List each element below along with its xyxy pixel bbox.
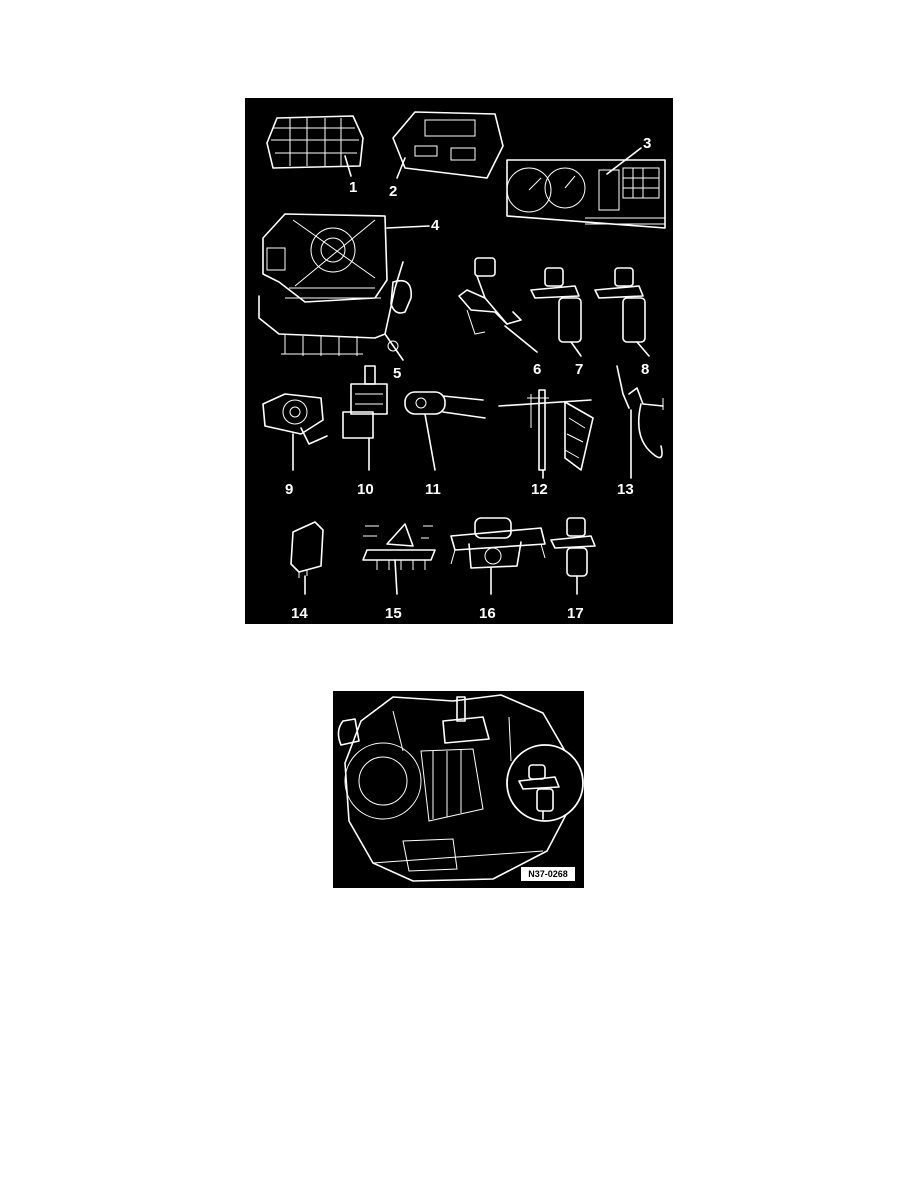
callout-4: 4	[431, 217, 440, 234]
component-13-sender: 13	[616, 365, 664, 498]
callout-9: 9	[285, 481, 293, 498]
transmission-housing	[337, 694, 570, 882]
callout-16: 16	[479, 605, 496, 622]
component-7-speed-sensor: 7	[530, 267, 583, 378]
component-16-sensor-housing: 16	[450, 517, 546, 622]
component-14-relay: 14	[290, 521, 324, 622]
callout-7: 7	[575, 361, 583, 378]
callout-11: 11	[425, 481, 441, 498]
callout-2: 2	[389, 183, 397, 200]
figure-code: N37-0268	[528, 869, 568, 879]
figure-code-label: N37-0268	[521, 867, 575, 881]
component-9-pressure-sensor: 9	[262, 393, 328, 498]
component-1-control-unit: 1	[266, 115, 364, 196]
component-6-sensor-bracket: 6	[458, 257, 541, 378]
component-4-valve-body: 4	[262, 213, 440, 303]
component-8-speed-sensor: 8	[594, 267, 650, 378]
callout-14: 14	[291, 605, 308, 622]
component-10-solenoid-valve: 10	[342, 365, 388, 498]
component-3-instrument-cluster: 3	[506, 135, 666, 229]
component-2-ecu: 2	[389, 111, 504, 200]
component-17-speed-sensor: 17	[550, 517, 596, 622]
component-15-connector-strip: 15	[362, 523, 436, 622]
components-illustration: 1 2 3	[245, 98, 673, 624]
transmission-illustration: N37-0268	[333, 691, 584, 888]
component-11-switch: 11	[404, 391, 486, 498]
callout-13: 13	[617, 481, 634, 498]
callout-1: 1	[349, 179, 357, 196]
callout-15: 15	[385, 605, 402, 622]
component-12-linkage: 12	[498, 389, 594, 498]
callout-17: 17	[567, 605, 584, 622]
callout-12: 12	[531, 481, 548, 498]
callout-3: 3	[643, 135, 651, 152]
callout-6: 6	[533, 361, 541, 378]
callout-10: 10	[357, 481, 374, 498]
callout-5: 5	[393, 365, 401, 382]
sensor-detail-circle	[506, 744, 584, 822]
component-5-wiring-harness: 5	[258, 261, 412, 382]
callout-8: 8	[641, 361, 649, 378]
